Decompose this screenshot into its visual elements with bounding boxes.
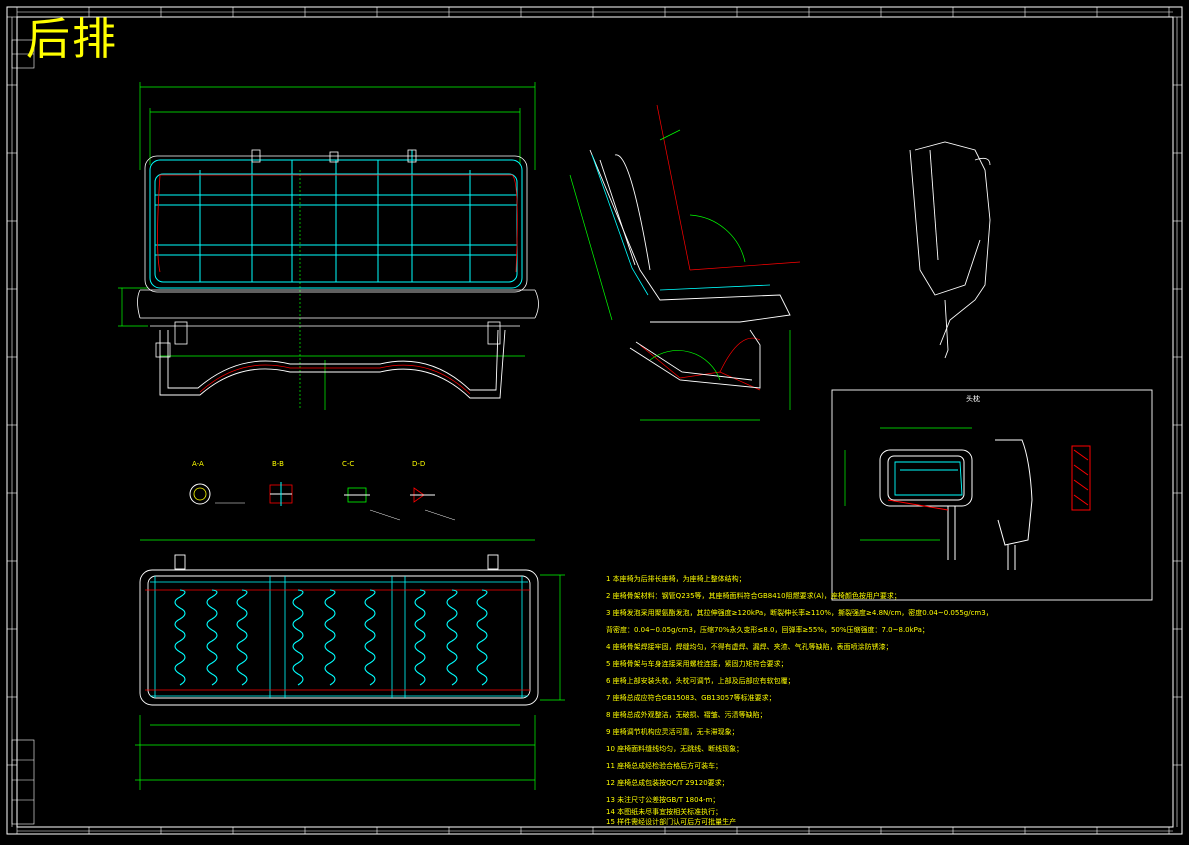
section-label-a: A-A [192,460,204,468]
headrest-view [844,427,1091,570]
note-line: 9 座椅调节机构应灵活可靠，无卡滞现象； [606,728,739,736]
note-line: 13 未注尺寸公差按GB/T 1804-m； [606,796,720,804]
drawing-title: 后排 [26,14,118,65]
note-line: 14 本图纸未尽事宜按相关标准执行； [606,808,723,816]
section-label-b: B-B [272,460,284,468]
note-line: 11 座椅总成经检验合格后方可装车； [606,762,723,770]
front-view [118,82,539,410]
note-line: 7 座椅总成应符合GB15083、GB13057等标准要求； [606,694,776,702]
note-line: 4 座椅骨架焊接牢固，焊缝均匀，不得有虚焊、漏焊、夹渣、气孔等缺陷，表面喷涂防锈… [606,643,893,651]
note-line: 背密度：0.04~0.05g/cm3，压缩70%永久变形≤8.0，回弹率≥55%… [606,626,929,634]
note-line: 8 座椅总成外观整洁，无破损、褶皱、污渍等缺陷； [606,711,767,719]
note-line: 1 本座椅为后排长座椅，为座椅上整体结构； [606,575,746,583]
headrest-caption: 头枕 [966,395,980,403]
note-line: 6 座椅上部安装头枕，头枕可调节，上部及后部应有软包覆； [606,677,795,685]
note-line: 5 座椅骨架与车身连接采用螺栓连接，紧固力矩符合要求； [606,660,788,668]
note-line: 3 座椅发泡采用聚氨酯发泡，其拉伸强度≥120kPa，断裂伸长率≥110%，撕裂… [606,609,993,617]
section-label-c: C-C [342,460,355,468]
section-label-d: D-D [412,460,426,468]
note-line: 2 座椅骨架材料：钢管Q235等，其座椅面料符合GB8410阻燃要求(A)，座椅… [606,592,901,600]
folded-view [909,141,991,359]
section-views [189,482,456,521]
note-line: 12 座椅总成包装按QC/T 29120要求； [606,779,729,787]
note-line: 10 座椅面料缝线均匀，无跳线、断线现象； [606,745,744,753]
note-line: 15 样件需经设计部门认可后方可批量生产 [606,818,737,826]
cushion-view [135,539,565,790]
side-view [569,104,801,421]
